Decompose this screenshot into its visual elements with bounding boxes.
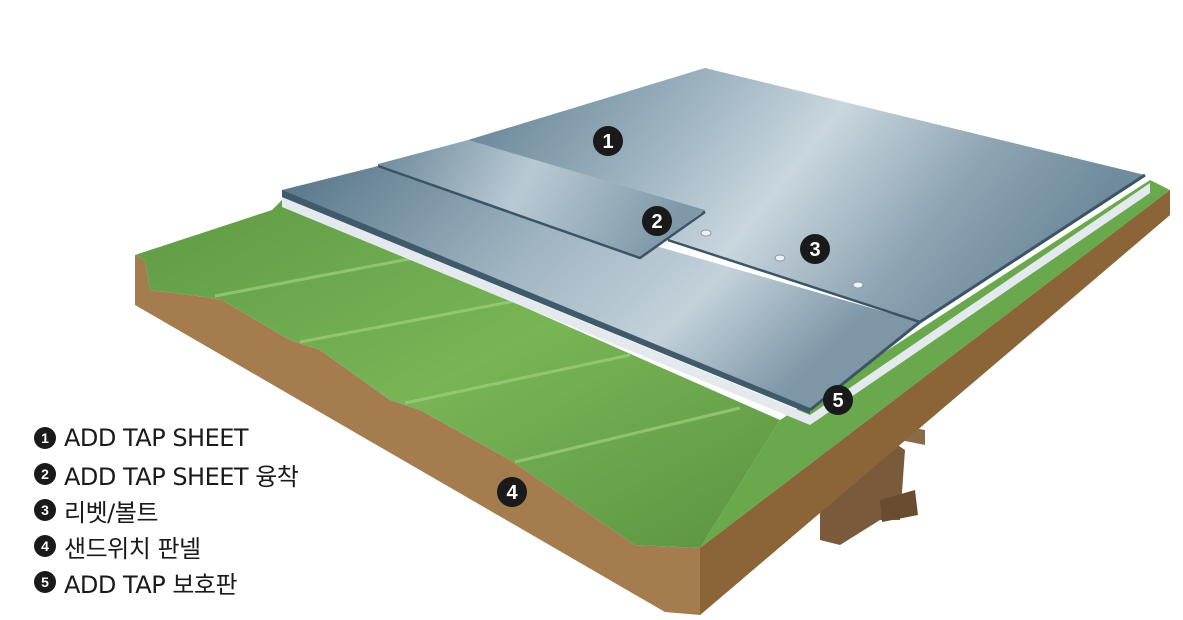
svg-text:4: 4: [506, 482, 518, 504]
panel-ribs: [214, 253, 741, 464]
sandwich-panel-top: [135, 200, 780, 548]
legend-badge: 3: [34, 499, 56, 521]
marker-2: 2: [642, 206, 672, 236]
fusion-edge: [377, 164, 706, 260]
sheet-lower-edge: [282, 190, 810, 414]
sandwich-panel-side: [700, 190, 1170, 615]
legend-label: ADD TAP SHEET 융착: [64, 462, 299, 491]
legend-item-1: 1 ADD TAP SHEET: [34, 420, 298, 456]
marker-4: 4: [497, 477, 527, 507]
legend-badge: 5: [34, 571, 56, 593]
protection-plate: [282, 183, 1150, 425]
legend-item-5: 5 ADD TAP 보호판: [34, 564, 298, 600]
legend: 1 ADD TAP SHEET 2 ADD TAP SHEET 융착 3 리벳/…: [34, 420, 299, 600]
svg-text:5: 5: [832, 390, 843, 412]
svg-text:1: 1: [602, 131, 613, 153]
sandwich-panel-core: [135, 190, 1170, 615]
purlin-flange-lower: [880, 490, 918, 522]
legend-badge: 4: [34, 535, 56, 557]
legend-label: ADD TAP 보호판: [64, 570, 238, 599]
marker-5: 5: [823, 385, 853, 415]
sandwich-panel-top-right: [700, 180, 1170, 548]
legend-item-4: 4 샌드위치 판넬: [34, 528, 298, 564]
legend-badge: 1: [34, 427, 56, 449]
legend-item-3: 3 리벳/볼트: [34, 492, 298, 528]
rivets: [700, 229, 864, 289]
sheet-lower: [282, 166, 920, 410]
svg-text:2: 2: [651, 211, 662, 233]
sheet-joint-line: [667, 238, 921, 324]
marker-3: 3: [800, 234, 830, 264]
add-tap-sheet-fusion: [378, 140, 705, 258]
legend-item-2: 2 ADD TAP SHEET 융착: [34, 456, 299, 492]
svg-text:3: 3: [809, 239, 820, 261]
legend-label: ADD TAP SHEET: [64, 424, 249, 452]
legend-badge: 2: [34, 463, 56, 485]
legend-label: 샌드위치 판넬: [64, 534, 201, 563]
add-tap-sheet-main: [468, 68, 1145, 322]
marker-1: 1: [593, 126, 623, 156]
legend-label: 리벳/볼트: [64, 498, 158, 527]
